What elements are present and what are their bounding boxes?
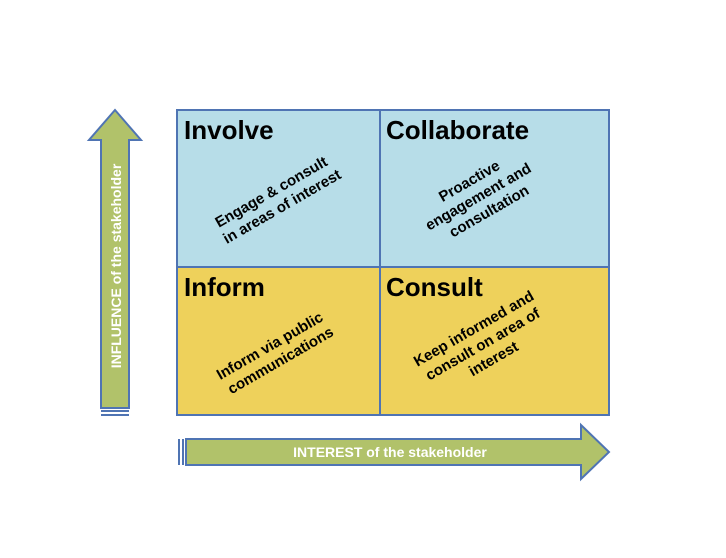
interest-axis-label: INTEREST of the stakeholder (293, 444, 487, 460)
interest-arrow-shape (185, 422, 611, 482)
interest-arrow: INTEREST of the stakeholder (178, 422, 611, 482)
quadrant-consult-bg (380, 267, 609, 415)
grid-outline (176, 109, 610, 416)
quadrant-inform-bg (177, 267, 380, 415)
influence-arrow: INFLUENCE of the stakeholder (86, 108, 144, 416)
quadrant-collaborate-title: Collaborate (386, 115, 529, 145)
quadrant-consult-title: Consult (386, 272, 483, 302)
influence-axis-label: INFLUENCE of the stakeholder (108, 163, 124, 368)
quadrant-collaborate-bg (380, 110, 609, 267)
influence-arrow-shape (86, 108, 144, 409)
quadrant-involve-bg (177, 110, 380, 267)
quadrant-involve-title: Involve (184, 115, 274, 145)
quadrant-inform-title: Inform (184, 272, 265, 302)
